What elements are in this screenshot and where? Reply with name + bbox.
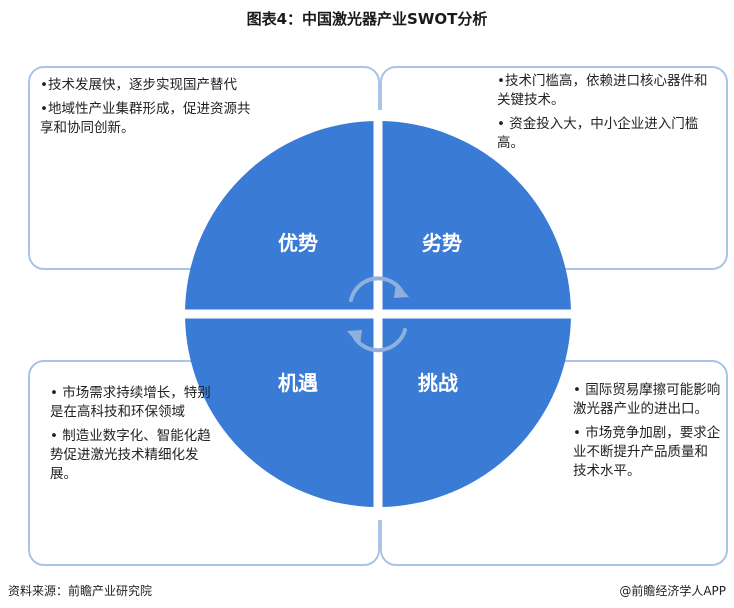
strengths-label: 优势: [278, 231, 318, 255]
list-item: • 资金投入大，中小企业进入门槛高。: [497, 116, 699, 151]
arrow-head-top-icon: [394, 282, 409, 298]
list-item: • 制造业数字化、智能化趋势促进激光技术精细化发展。: [50, 428, 211, 482]
arrow-head-bottom-icon: [347, 330, 362, 346]
diagram-title: 图表4：中国激光器产业SWOT分析: [246, 10, 488, 28]
list-item: •地域性产业集群形成，促进资源共享和协同创新。: [40, 101, 251, 136]
list-item: • 市场竞争加剧，要求企业不断提升产品质量和技术水平。: [573, 425, 721, 479]
list-item: • 国际贸易摩擦可能影响激光器产业的进出口。: [573, 382, 721, 417]
weaknesses-label: 劣势: [422, 231, 462, 255]
list-item: •技术门槛高，依赖进口核心器件和关键技术。: [497, 73, 708, 108]
opportunities-label: 机遇: [278, 371, 318, 395]
list-item: •技术发展快，逐步实现国产替代: [40, 77, 237, 93]
brand-credit: @前瞻经济学人APP: [619, 584, 726, 598]
weaknesses-list: •技术门槛高，依赖进口核心器件和关键技术。 • 资金投入大，中小企业进入门槛高。: [497, 72, 719, 158]
opportunities-list: • 市场需求持续增长，特别是在高科技和环保领域 • 制造业数字化、智能化趋势促进…: [50, 384, 220, 489]
threats-label: 挑战: [418, 371, 458, 395]
list-item: • 市场需求持续增长，特别是在高科技和环保领域: [50, 385, 211, 420]
threats-list: • 国际贸易摩擦可能影响激光器产业的进出口。 • 市场竞争加剧，要求企业不断提升…: [573, 381, 721, 486]
strengths-list: •技术发展快，逐步实现国产替代 •地域性产业集群形成，促进资源共享和协同创新。: [40, 76, 260, 143]
source-note: 资料来源：前瞻产业研究院: [8, 584, 153, 598]
